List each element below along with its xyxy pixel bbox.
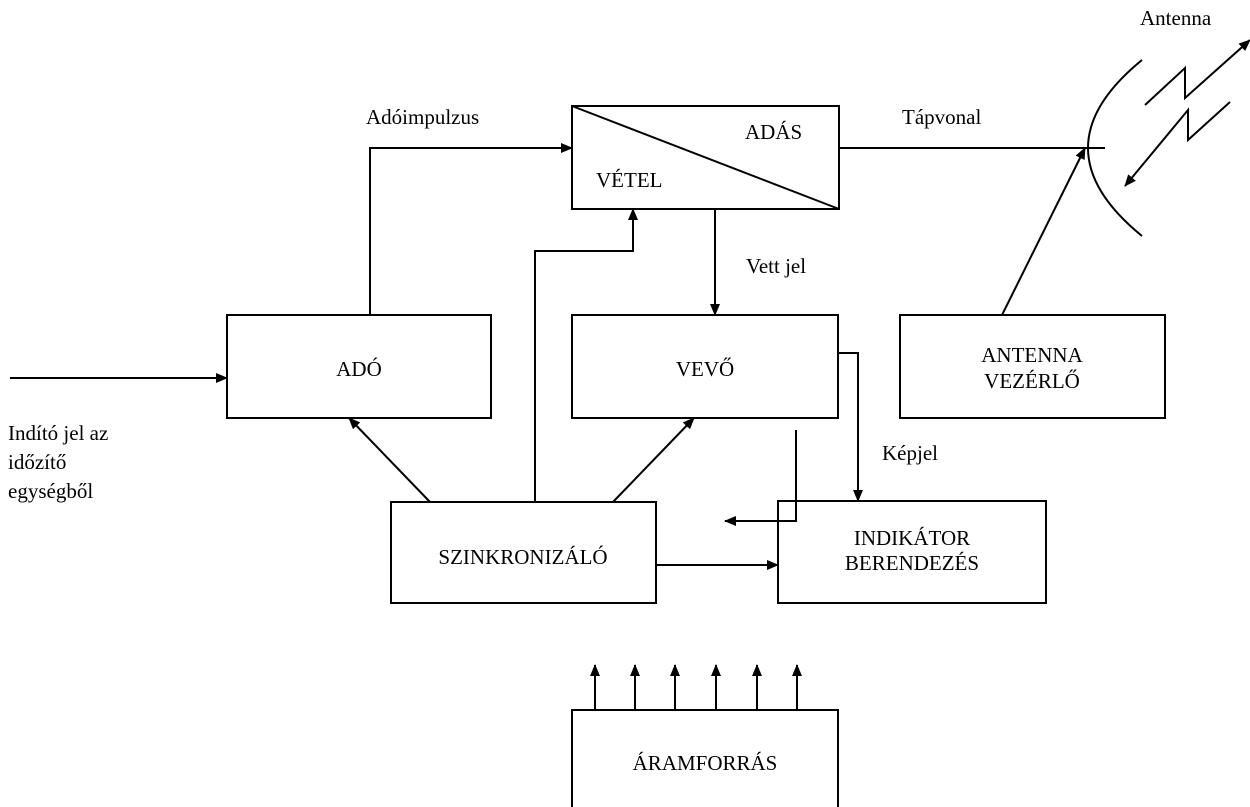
sync-to-receiver-arrow	[612, 417, 695, 503]
antenna-control-label-1: ANTENNA	[981, 343, 1083, 367]
indicator-block	[777, 500, 1047, 604]
receiver-block	[571, 314, 839, 419]
antenna-label: Antenna	[1140, 6, 1212, 30]
feedback-arrow	[724, 430, 797, 526]
antenna-control-block	[899, 314, 1166, 419]
antenna-control-arrow	[1001, 147, 1086, 316]
power-supply-block	[571, 709, 839, 807]
tx-pulse-arrow	[369, 143, 573, 315]
indicator-label-2: BERENDEZÉS	[845, 551, 979, 575]
received-signal-label: Vett jel	[746, 254, 806, 278]
power-supply-label: ÁRAMFORRÁS	[633, 751, 778, 775]
duplexer-diagonal	[571, 105, 840, 210]
sync-to-transmitter-arrow	[348, 417, 431, 503]
transmitter-label: ADÓ	[336, 357, 382, 381]
tx-pulse-label: Adóimpulzus	[366, 105, 479, 129]
indicator-label-1: INDIKÁTOR	[854, 526, 970, 550]
duplexer-rx-label: VÉTEL	[596, 168, 662, 192]
synchronizer-label: SZINKRONIZÁLÓ	[438, 545, 607, 569]
trigger-label-2: időzítő	[8, 450, 66, 474]
antenna-control-label-2: VEZÉRLŐ	[984, 369, 1080, 393]
duplexer-tx-label: ADÁS	[745, 120, 802, 144]
video-signal-label: Képjel	[882, 441, 938, 465]
video-signal-arrow	[838, 352, 863, 502]
outgoing-wave-arrow	[1144, 39, 1250, 106]
antenna-reflector	[1087, 59, 1143, 237]
trigger-label-3: egységből	[8, 479, 93, 503]
receiver-label: VEVŐ	[676, 357, 734, 381]
sync-to-duplexer-arrow	[534, 208, 638, 502]
incoming-wave-arrow	[1124, 101, 1231, 187]
duplexer-block	[571, 105, 840, 210]
trigger-label-1: Indító jel az	[8, 421, 108, 445]
synchronizer-block	[390, 501, 657, 604]
feedline-label: Tápvonal	[902, 105, 981, 129]
